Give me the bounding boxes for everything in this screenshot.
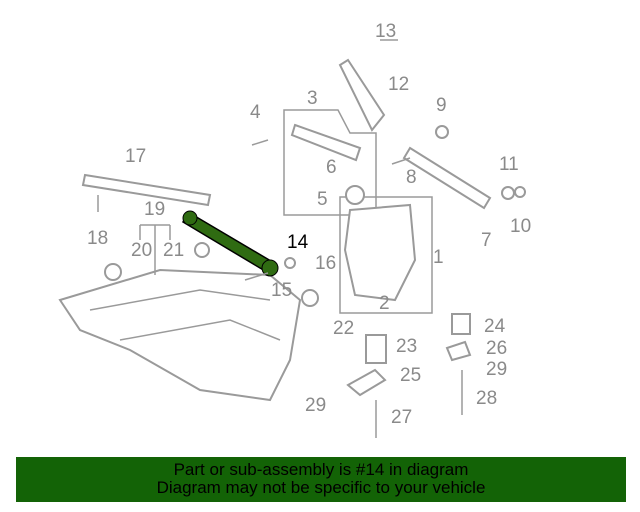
subframe-detail [89,289,281,341]
callout-19[interactable]: 19 [144,199,165,220]
callout-24[interactable]: 24 [484,316,506,337]
callout-8[interactable]: 8 [406,167,417,188]
arm-17 [81,173,212,207]
callout-27[interactable]: 27 [391,407,412,428]
arm-3 [290,123,362,162]
callout-2[interactable]: 2 [379,293,390,314]
knuckle-1 [343,203,417,302]
part-16 [284,257,296,269]
part-23 [365,334,387,364]
bushing-14b [261,259,279,277]
callout-28[interactable]: 28 [476,388,497,409]
part-21 [194,242,210,258]
bracket-19 [139,224,171,275]
banner-line-2: Diagram may not be specific to your vehi… [156,478,486,497]
callout-7[interactable]: 7 [481,230,492,251]
callout-18[interactable]: 18 [87,228,108,249]
callout-16[interactable]: 16 [315,253,336,274]
part-5 [345,185,365,205]
part-info-banner: Part or sub-assembly is #14 in diagram D… [16,457,626,502]
part-11 [501,186,515,200]
arm-7 [402,146,492,210]
callout-12[interactable]: 12 [388,74,409,95]
callout-17[interactable]: 17 [125,146,146,167]
part-24 [451,313,471,335]
callout-14[interactable]: 14 [287,232,309,253]
callout-10[interactable]: 10 [510,216,531,237]
group-box-3 [283,109,377,216]
callout-29b[interactable]: 29 [305,395,326,416]
callout-26[interactable]: 26 [486,338,507,359]
part-10 [514,186,526,198]
arm-12 [338,58,386,132]
callout-6[interactable]: 6 [326,157,337,178]
callout-21[interactable]: 21 [163,240,184,261]
banner-line-1: Part or sub-assembly is #14 in diagram [173,460,469,479]
callout-5[interactable]: 5 [317,189,328,210]
callout-20[interactable]: 20 [131,240,152,261]
bolts [97,39,463,438]
callout-4[interactable]: 4 [250,102,261,123]
arm-14-highlighted[interactable] [182,210,278,276]
parts-diagram: 13 12 3 4 9 17 6 8 11 5 10 7 18 19 20 21… [58,21,531,438]
callout-9[interactable]: 9 [436,95,447,116]
bushing-14a [182,210,198,226]
callout-29a[interactable]: 29 [486,359,507,380]
group-box-1 [339,196,433,314]
part-9 [435,125,449,139]
callout-22[interactable]: 22 [333,318,354,339]
part-20 [104,263,122,281]
callout-23[interactable]: 23 [396,336,417,357]
part-22 [301,289,319,307]
subframe [58,268,302,402]
callout-13[interactable]: 13 [375,21,396,42]
callout-3[interactable]: 3 [307,88,318,109]
callout-11[interactable]: 11 [499,154,519,175]
part-26 [445,340,472,362]
callout-1[interactable]: 1 [433,247,444,268]
part-25 [346,368,387,397]
callout-25[interactable]: 25 [400,365,421,386]
callout-15[interactable]: 15 [271,280,292,301]
